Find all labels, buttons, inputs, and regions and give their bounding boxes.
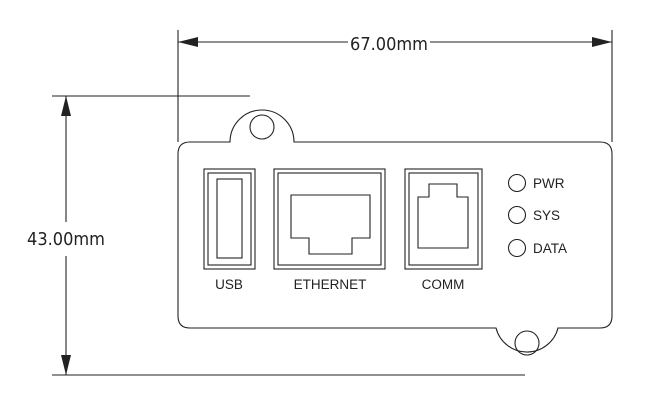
height-dimension-label: 43.00mm [27,229,105,250]
ethernet-port [273,168,386,270]
sys-led [507,205,527,225]
height-arrow-bottom [61,355,71,375]
sys-led-label: SYS [533,208,560,223]
width-dimension-label: 67.00mm [350,34,428,55]
comm-port [404,168,483,270]
ethernet-label: ETHERNET [294,277,367,292]
height-arrow-top [61,96,71,116]
mounting-hole-bottom [514,330,540,356]
mounting-hole-top [249,114,275,140]
pwr-led-label: PWR [533,176,565,191]
usb-label: USB [215,277,243,292]
width-arrow-left [178,37,198,47]
height-dimension [52,95,525,376]
card-outline [177,109,613,353]
comm-label: COMM [422,277,465,292]
pwr-led [507,173,527,193]
data-led [507,238,527,258]
width-dimension [177,30,613,142]
data-led-label: DATA [533,241,567,256]
usb-port [203,168,256,270]
width-arrow-right [592,37,612,47]
